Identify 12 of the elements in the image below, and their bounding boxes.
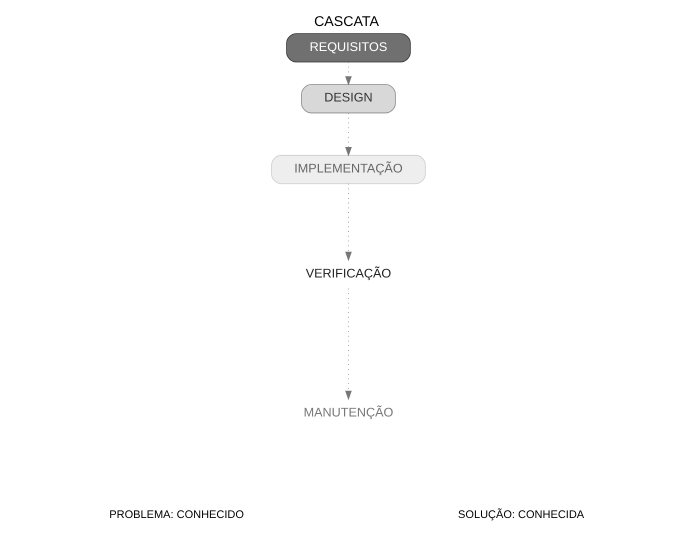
node-text: MANUTENÇÃO	[303, 405, 393, 420]
node-text: VERIFICAÇÃO	[305, 266, 391, 280]
node-box: IMPLEMENTAÇÃO	[270, 154, 426, 184]
arrow	[344, 62, 352, 86]
arrow	[344, 183, 352, 262]
arrow	[344, 288, 352, 400]
label: PROBLEMA: CONHECIDO	[108, 509, 244, 522]
label: SOLUÇÃO: CONHECIDA	[458, 509, 584, 522]
node-box: REQUISITOS	[286, 33, 410, 62]
diagram-title: CASCATA	[314, 14, 378, 30]
node-box: DESIGN	[300, 84, 396, 114]
arrow	[344, 112, 352, 157]
